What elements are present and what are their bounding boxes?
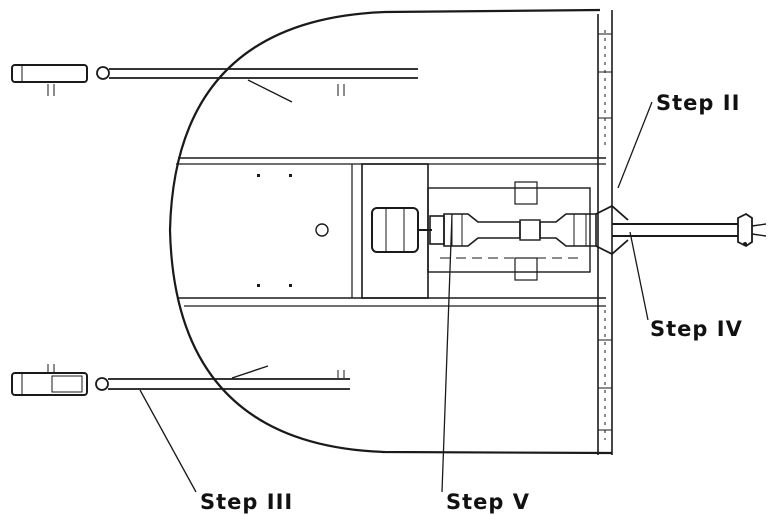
- lower-boom: [11, 364, 350, 396]
- leader-lines: [139, 101, 653, 493]
- label-step-ii: Step II: [656, 91, 740, 115]
- outboard-cable: [595, 204, 767, 256]
- label-step-v: Step V: [446, 490, 530, 514]
- leader-step-iv: [629, 231, 649, 321]
- label-step-iv: Step IV: [650, 317, 743, 341]
- deck-fittings: [257, 174, 329, 287]
- label-step-iii: Step III: [200, 490, 293, 514]
- upper-boom: [11, 64, 418, 103]
- leader-step-v: [441, 213, 453, 493]
- central-housing: [361, 163, 591, 299]
- motor-drum: [371, 207, 445, 253]
- right-frame: [597, 10, 613, 455]
- hull-outline: [168, 8, 613, 455]
- shaft-assembly: [440, 213, 597, 259]
- leader-step-ii: [617, 101, 653, 189]
- leader-step-iii: [139, 389, 197, 493]
- deck-bands: [176, 157, 606, 307]
